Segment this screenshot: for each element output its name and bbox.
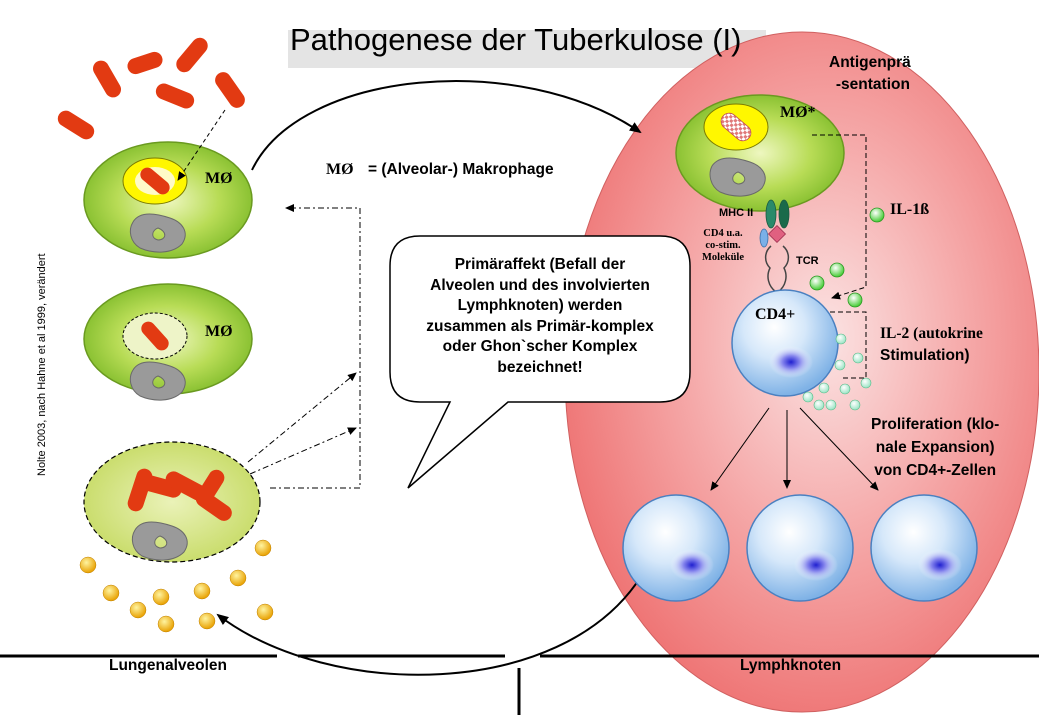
macrophage-antigen-presenting	[675, 94, 845, 212]
callout-text: Primäraffekt (Befall der Alveolen und de…	[426, 256, 654, 376]
cd4-cell-label: CD4+	[755, 306, 796, 323]
cd4-molecule	[759, 228, 769, 248]
tcr-label: TCR	[796, 255, 819, 267]
nucleus	[709, 157, 766, 197]
callout-bubble	[389, 235, 691, 489]
title-shadow-box	[288, 30, 766, 68]
bacterium	[138, 474, 182, 498]
mhc-molecule	[778, 199, 790, 229]
cytokines-il2	[802, 333, 872, 411]
curved-arrow-to-lung	[216, 577, 641, 676]
cd4-daughter-cell	[746, 494, 854, 602]
particle	[229, 569, 247, 587]
lungenalveolen-label: Lungenalveolen	[109, 657, 227, 674]
il2-label: IL-2 (autokrine Stimulation)	[880, 325, 983, 364]
cytokine-il1	[869, 207, 885, 223]
legend-symbol: MØ	[326, 161, 354, 178]
phagocytosis-arrow	[177, 109, 226, 181]
nucleus	[129, 213, 186, 253]
mhc-tcr-complex	[759, 199, 790, 293]
particle	[102, 584, 120, 602]
bacterium	[127, 51, 163, 75]
curved-arrow-to-lymphnode	[251, 80, 642, 171]
macrophage-star-label: MØ*	[780, 104, 816, 121]
macrophage-1	[83, 141, 253, 259]
particle	[198, 612, 216, 630]
lymphknoten-label: Lymphknoten	[740, 657, 842, 674]
cytokine-il1	[809, 275, 825, 291]
page-title: Pathogenese der Tuberkulose (I)	[290, 22, 742, 57]
bacterium	[165, 471, 207, 501]
particle	[79, 556, 97, 574]
particle	[129, 601, 147, 619]
cd4-costim-label: CD4 u.a. co-stim. Moleküle	[702, 228, 744, 263]
mhc-molecule	[765, 199, 777, 229]
bacterium-phagocytosed	[140, 167, 170, 195]
cytokine-il1	[847, 292, 863, 308]
cd4-daughter-cell	[622, 494, 730, 602]
il1-label: IL-1ß	[890, 201, 930, 218]
particle	[193, 582, 211, 600]
antigen-peptide	[767, 224, 787, 244]
tcr-receptor	[764, 245, 790, 293]
nucleus	[131, 521, 188, 561]
particle	[256, 603, 274, 621]
proliferation-arrow	[710, 407, 770, 491]
dashdot-connectors	[247, 204, 361, 489]
particle	[254, 539, 272, 557]
il2-autocrine-arrow	[830, 311, 867, 379]
cytokine-il1	[829, 262, 845, 278]
bacterium	[155, 83, 195, 109]
bacterium	[93, 60, 121, 98]
antigen-presentation-label: Antigenprä -sentation	[829, 54, 911, 93]
bacterium	[57, 110, 95, 140]
bacterium	[176, 37, 208, 73]
particle	[157, 615, 175, 633]
proliferation-label: Proliferation (klo- nale Expansion) von …	[871, 416, 1000, 479]
macrophage-label-1: MØ	[205, 170, 233, 187]
macrophage-3-infected	[83, 441, 261, 563]
mhc-label: MHC II	[719, 207, 754, 219]
bacteria-group-top	[57, 37, 245, 140]
cd4-daughter-cell	[870, 494, 978, 602]
source-note: Nolte 2003, nach Hahne et al 1999, verän…	[36, 253, 48, 476]
bacterium-digested	[720, 112, 752, 142]
bacterium	[215, 72, 245, 108]
nucleus	[129, 361, 186, 401]
bacterium-phagocytosed	[141, 321, 169, 351]
proliferation-arrow	[799, 407, 879, 491]
bacterium	[196, 491, 232, 521]
legend-text: = (Alveolar-) Makrophage	[368, 161, 554, 178]
macrophage-2	[83, 283, 253, 401]
il1-signal-arrow	[812, 134, 867, 300]
macrophage-label-2: MØ	[205, 323, 233, 340]
particle	[152, 588, 170, 606]
baseline	[0, 654, 1039, 715]
particles	[79, 539, 274, 633]
